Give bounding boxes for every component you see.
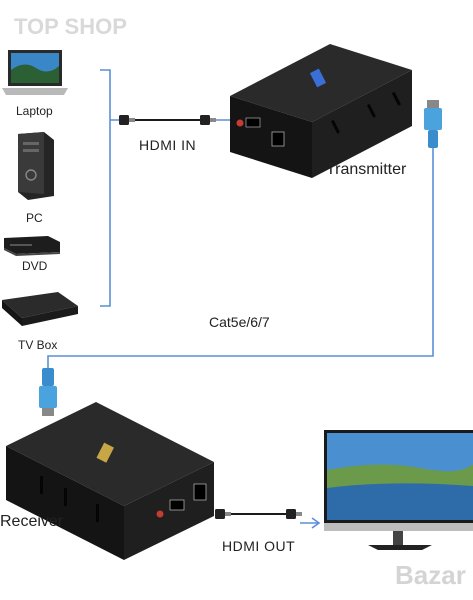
receiver-device-icon	[6, 402, 214, 560]
tv-box-icon	[2, 292, 78, 326]
laptop-icon	[2, 50, 68, 95]
monitor-icon	[324, 430, 473, 550]
cable-type-label: Cat5e/6/7	[209, 314, 270, 330]
hdmi-out-arrow	[311, 517, 321, 529]
hdmi-out-label: HDMI OUT	[222, 538, 296, 554]
source-label-laptop: Laptop	[16, 104, 53, 118]
rj45-transmitter-icon	[424, 100, 442, 148]
dvd-player-icon	[4, 236, 60, 256]
watermark-bottom: Bazar	[395, 560, 466, 590]
hdmi-out-cable-icon	[215, 509, 302, 519]
rj45-receiver-icon	[39, 368, 57, 416]
hdmi-in-label: HDMI IN	[139, 137, 197, 153]
transmitter-device-icon	[230, 44, 412, 178]
transmitter-label: Transmitter	[326, 161, 407, 178]
source-label-tv-box: TV Box	[18, 338, 58, 352]
source-label-pc: PC	[26, 211, 43, 225]
source-bracket-line	[100, 69, 111, 307]
pc-tower-icon	[18, 132, 54, 200]
hdmi-in-cable-icon	[119, 115, 216, 125]
cat-cable-line	[47, 148, 434, 368]
watermark-top: TOP SHOP	[14, 14, 127, 39]
source-label-dvd: DVD	[22, 259, 48, 273]
receiver-label: Receiver	[0, 513, 64, 530]
